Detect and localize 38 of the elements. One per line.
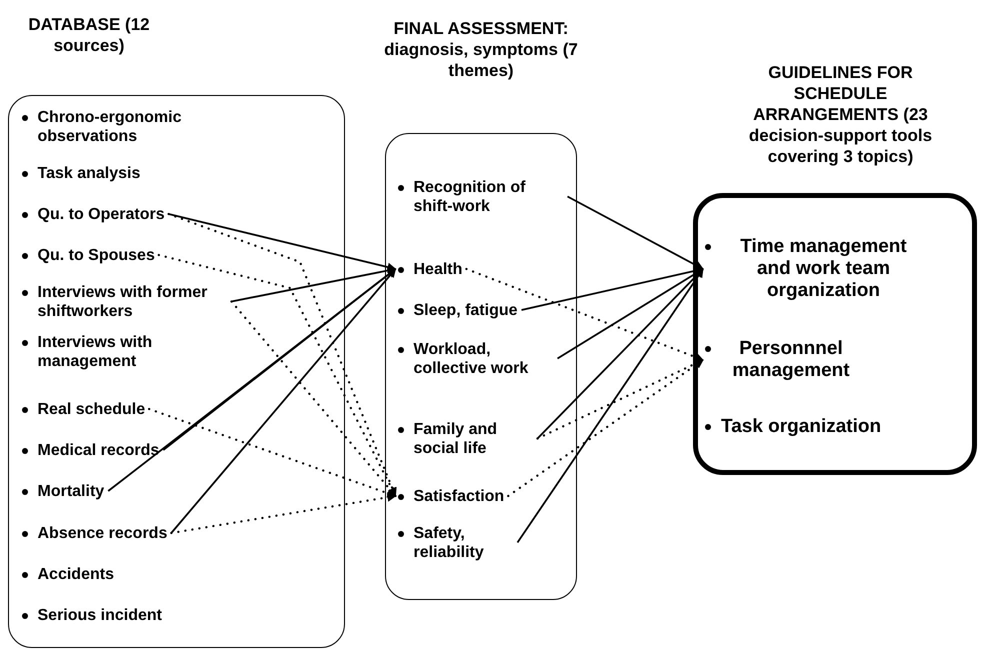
list-item-text: Satisfaction xyxy=(414,486,504,506)
arrow xyxy=(557,268,704,360)
group-heading: FINAL ASSESSMENT: diagnosis, symptoms (7 themes) xyxy=(383,18,579,81)
dotted-arrow xyxy=(507,358,704,498)
group-heading: GUIDELINES FOR SCHEDULE ARRANGEMENTS (23 decision-support tools covering 3 topics) xyxy=(748,62,934,167)
arrow xyxy=(168,213,396,272)
list-item-text: Family and social life xyxy=(414,420,498,458)
list-item-text: Workload, collective work xyxy=(414,340,530,378)
arrow xyxy=(536,268,704,440)
list-item-text: Personnnel management xyxy=(731,338,851,382)
arrow xyxy=(567,196,704,270)
list-item-text: Serious incident xyxy=(38,606,162,624)
arrow xyxy=(231,266,396,302)
dotted-arrow xyxy=(170,492,397,534)
arrow xyxy=(108,268,396,492)
list-item-text: Medical records xyxy=(38,440,160,460)
list-item-text: Qu. to Operators xyxy=(38,204,165,224)
list-item-text: Task organization xyxy=(721,416,882,438)
dotted-arrow xyxy=(536,358,704,440)
list-item-text: Time management and work team organization xyxy=(739,236,908,302)
arrow xyxy=(521,266,704,311)
group-heading: DATABASE (12 sources) xyxy=(27,14,151,56)
list-item-text: Interviews with former shiftworkers xyxy=(38,282,208,320)
list-item-text: Mortality xyxy=(38,482,104,500)
list-item-text: Chrono-ergonomic observations xyxy=(38,108,182,146)
arrow xyxy=(516,268,704,543)
list-item-text: Absence records xyxy=(38,524,168,542)
list-item-text: Recognition of shift-work xyxy=(414,178,526,216)
list-item-text: Interviews with management xyxy=(38,332,154,370)
dotted-arrow xyxy=(465,268,704,362)
list-item-text: Health xyxy=(414,260,462,278)
list-item-text: Accidents xyxy=(38,564,114,584)
list-item-text: Task analysis xyxy=(38,164,140,182)
arrow xyxy=(170,268,396,534)
list-item-text: Safety, reliability xyxy=(414,524,485,562)
list-item-text: Sleep, fatigue xyxy=(414,300,518,320)
list-item-text: Real schedule xyxy=(38,400,146,418)
list-item-text: Qu. to Spouses xyxy=(38,246,155,264)
